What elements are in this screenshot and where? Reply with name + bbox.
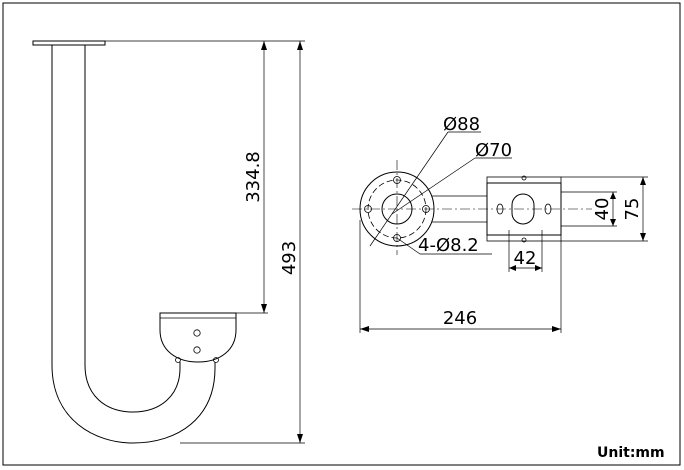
bracket-slot — [511, 193, 535, 225]
pole-bend — [51, 364, 216, 444]
dim-slot-spacing: 42 — [514, 248, 537, 269]
dim-mounting-holes: 4-Ø8.2 — [418, 235, 479, 256]
mount-hole-icon — [364, 205, 372, 213]
flange-outer — [359, 171, 435, 247]
head-screw-icon — [193, 346, 201, 354]
dim-bracket-height: 75 — [622, 198, 643, 221]
mount-hole-icon — [393, 176, 401, 184]
dim-outer-diameter: Ø88 — [443, 114, 480, 135]
head-screw-icon — [193, 329, 201, 337]
side-view: 334.8 493 — [32, 40, 305, 444]
dim-total-length: 246 — [443, 308, 477, 329]
unit-label: Unit:mm — [597, 445, 665, 461]
dim-bracket-width: 40 — [592, 198, 613, 221]
dim-bolt-circle: Ø70 — [475, 140, 512, 161]
top-plate — [32, 40, 106, 46]
dim-arm-top-height: 334.8 — [243, 151, 264, 203]
dim-total-height: 493 — [279, 241, 300, 275]
mount-head — [159, 312, 237, 363]
flange-tube — [381, 193, 413, 225]
mount-hole-icon — [393, 234, 401, 242]
top-view: Ø88 Ø70 4-Ø8.2 40 75 42 246 — [352, 114, 648, 333]
mount-hole-icon — [422, 205, 430, 213]
